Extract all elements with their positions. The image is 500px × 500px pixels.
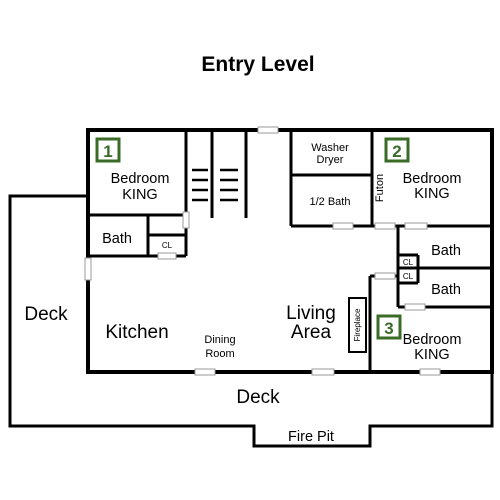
staircase xyxy=(192,168,238,202)
dining-label: Dining xyxy=(204,334,235,346)
room-badge-2 xyxy=(384,137,410,163)
bedroom-1-size: KING xyxy=(122,187,157,203)
room-badge-3 xyxy=(376,314,402,340)
room-number-2: 2 xyxy=(392,142,401,161)
room-label: Room xyxy=(205,348,234,360)
area-label: Area xyxy=(291,322,332,343)
closet-left-label: CL xyxy=(162,241,173,250)
fireplace-label: Fireplace xyxy=(353,308,362,341)
room-badge-1 xyxy=(95,137,121,163)
half-bath-label: 1/2 Bath xyxy=(310,196,351,208)
fire-pit-label: Fire Pit xyxy=(288,429,334,445)
washer-label: Washer xyxy=(311,142,349,154)
dryer-label: Dryer xyxy=(317,154,344,166)
deck-left-label: Deck xyxy=(24,304,68,325)
bedroom-1-label: Bedroom xyxy=(111,171,170,187)
bedroom-3-size: KING xyxy=(414,347,449,363)
deck-bottom-label: Deck xyxy=(236,387,280,408)
closet-right-bottom-label: CL xyxy=(403,272,414,281)
futon-label: Futon xyxy=(374,174,386,202)
bedroom-2-label: Bedroom xyxy=(403,171,462,187)
room-number-1: 1 xyxy=(103,142,112,161)
kitchen-label: Kitchen xyxy=(105,322,168,343)
living-label: Living xyxy=(286,303,336,324)
bath-right-top-label: Bath xyxy=(431,243,461,259)
plan-title: Entry Level xyxy=(201,53,314,76)
deck-outline xyxy=(8,194,494,448)
door-openings xyxy=(84,126,441,376)
fireplace-box xyxy=(348,297,367,353)
bath-right-bottom-label: Bath xyxy=(431,282,461,298)
room-number-3: 3 xyxy=(384,319,393,338)
bath-left-label: Bath xyxy=(102,231,132,247)
bedroom-3-label: Bedroom xyxy=(403,332,462,348)
bedroom-2-size: KING xyxy=(414,186,449,202)
closet-right-top-label: CL xyxy=(403,258,414,267)
